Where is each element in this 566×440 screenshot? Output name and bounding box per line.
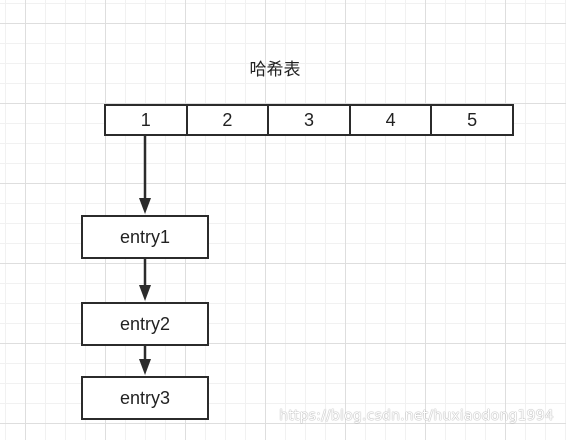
arrow-entry1-to-entry2 [139,259,151,301]
entry-node-3: entry3 [81,376,209,420]
entry-node-2: entry2 [81,302,209,346]
arrow-entry2-to-entry3 [139,346,151,375]
watermark-url: https://blog.csdn.net/huxiaodong1994 [279,408,554,424]
hash-bucket-2: 2 [188,106,270,134]
hash-bucket-3: 3 [269,106,351,134]
diagram-title: 哈希表 [249,60,301,80]
hash-bucket-1: 1 [106,106,188,134]
hash-bucket-5: 5 [467,109,478,130]
arrow-bucket1-to-entry1 [139,135,151,214]
hash-table-array: 1 2 3 4 5 [104,104,514,136]
entry-node-1: entry1 [81,215,209,259]
hash-bucket-4: 4 [351,106,433,134]
